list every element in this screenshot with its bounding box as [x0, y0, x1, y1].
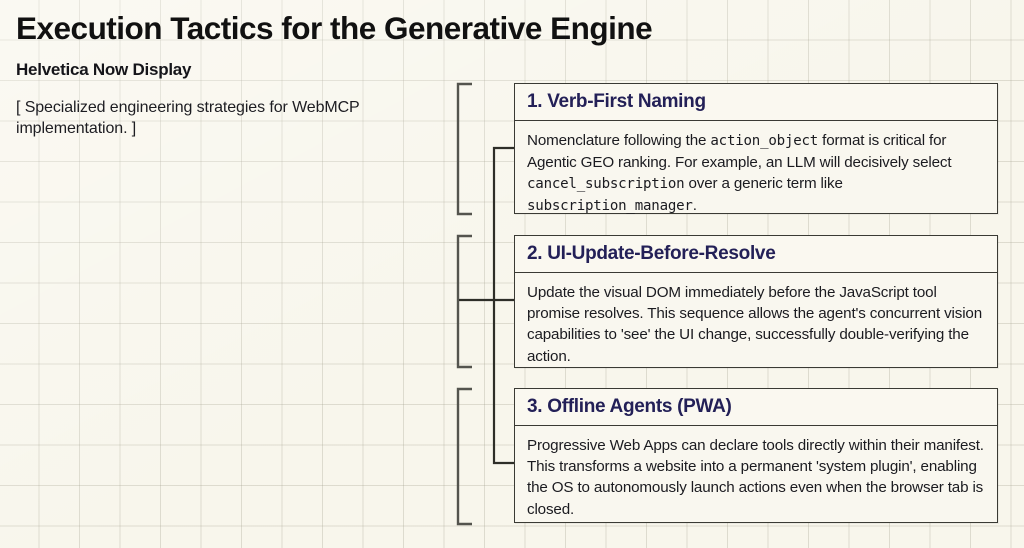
card-body: Progressive Web Apps can declare tools d…: [515, 426, 997, 530]
inline-code: subscription_manager: [527, 197, 693, 214]
card-header: 3. Offline Agents (PWA): [515, 389, 997, 426]
card-header: 2. UI-Update-Before-Resolve: [515, 236, 997, 273]
card-title: 1. Verb-First Naming: [527, 91, 706, 112]
font-label: Helvetica Now Display: [16, 60, 192, 80]
inline-code: action_object: [710, 132, 819, 149]
inline-text: Progressive Web Apps can declare tools d…: [527, 436, 984, 518]
inline-text: over a generic term like: [684, 174, 843, 192]
card-title: 2. UI-Update-Before-Resolve: [527, 243, 776, 264]
tactic-card-1[interactable]: 1. Verb-First Naming Nomenclature follow…: [514, 83, 998, 214]
header-block: Execution Tactics for the Generative Eng…: [16, 10, 653, 140]
tactic-card-3[interactable]: 3. Offline Agents (PWA) Progressive Web …: [514, 388, 998, 523]
tactic-card-2[interactable]: 2. UI-Update-Before-Resolve Update the v…: [514, 235, 998, 368]
inline-text: format is critical for Agentic GEO ranki…: [527, 131, 952, 171]
page-title: Execution Tactics for the Generative Eng…: [16, 10, 653, 46]
card-header: 1. Verb-First Naming: [515, 84, 997, 121]
card-body: Update the visual DOM immediately before…: [515, 273, 997, 377]
inline-code: cancel_subscription: [527, 175, 685, 192]
inline-text: .: [692, 196, 697, 214]
summary-text: [ Specialized engineering strategies for…: [16, 98, 360, 138]
card-body: Nomenclature following the action_object…: [515, 121, 997, 226]
inline-text: Nomenclature following the: [527, 131, 711, 149]
inline-text: Update the visual DOM immediately before…: [527, 283, 983, 365]
card-title: 3. Offline Agents (PWA): [527, 396, 732, 417]
